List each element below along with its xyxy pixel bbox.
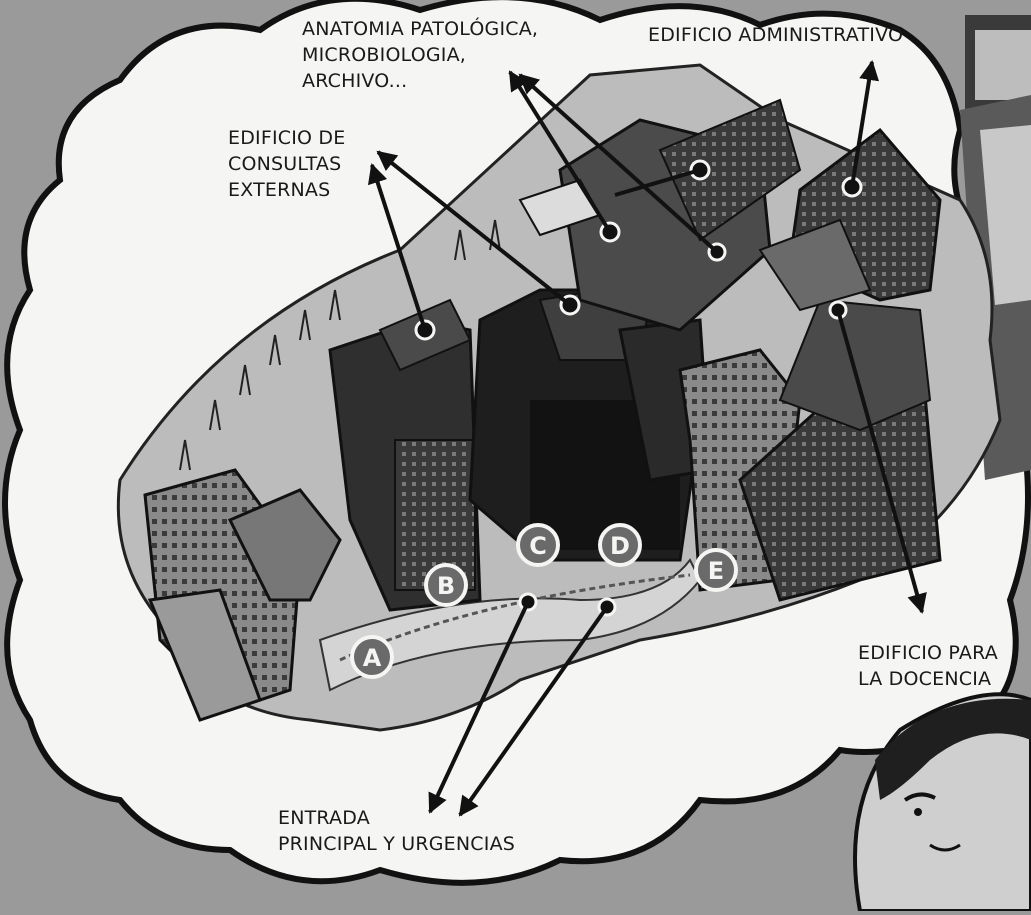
- panel-edge-top-inner: [975, 30, 1031, 100]
- entrance-marker-label: A: [363, 644, 382, 672]
- entrance-marker-label: D: [610, 532, 630, 560]
- label-anatomia: ANATOMIA PATOLÓGICA,MICROBIOLOGIA,ARCHIV…: [302, 18, 539, 92]
- label-administrativo: EDIFICIO ADMINISTRATIVO: [648, 24, 904, 46]
- pointer-arrows: [367, 60, 927, 817]
- entrance-marker-label: B: [437, 572, 455, 600]
- building-administrativo: [758, 127, 942, 312]
- arrow-docencia: [836, 309, 927, 614]
- entrance-marker-c: C: [516, 523, 560, 567]
- arrow-entrada-1: [428, 601, 530, 814]
- arrow-administrativo: [850, 60, 880, 188]
- side-panel-window: [980, 125, 1031, 305]
- arrow-anatomia-2: [518, 73, 719, 254]
- entrance-marker-a: A: [350, 635, 394, 679]
- trees: [179, 219, 501, 471]
- entrance-marker-label: E: [708, 557, 724, 585]
- arrow-entrada-2: [458, 605, 609, 817]
- entrance-markers: A B C D E: [350, 523, 738, 679]
- entrance-marker-b: B: [424, 563, 468, 607]
- arrow-consultas-2: [376, 150, 572, 307]
- character-face: [853, 692, 1031, 913]
- arrow-anatomia-1: [508, 70, 612, 234]
- building-left: [143, 468, 342, 722]
- building-central: [468, 288, 712, 562]
- entrance-marker-d: D: [598, 523, 642, 567]
- entrance-marker-label: C: [529, 532, 547, 560]
- entrance-marker-e: E: [694, 548, 738, 592]
- arrow-consultas-1: [367, 163, 427, 331]
